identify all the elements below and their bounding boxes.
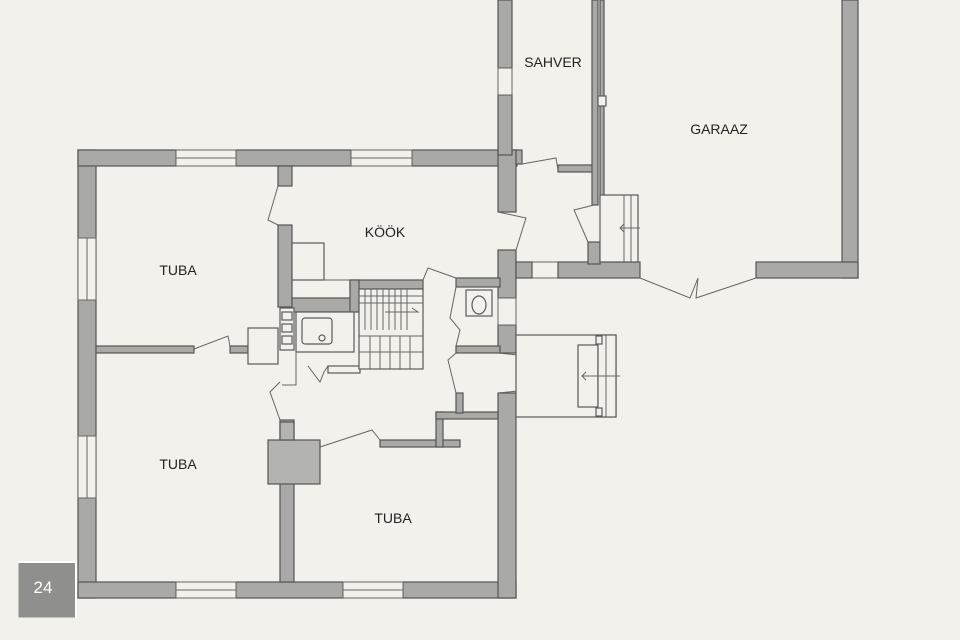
room-label-kook: KÖÖK xyxy=(365,223,406,240)
staircase xyxy=(358,288,424,370)
window xyxy=(531,261,559,279)
doors xyxy=(193,157,757,448)
page-badge: 24 xyxy=(17,561,77,619)
room-label-tuba: TUBA xyxy=(159,456,197,472)
interior-walls xyxy=(95,0,641,583)
garage-steps xyxy=(597,95,640,263)
room-label-tuba: TUBA xyxy=(374,510,412,526)
room-label-sahver: SAHVER xyxy=(524,54,582,70)
porch-steps xyxy=(515,334,620,418)
room-labels: TUBA TUBA TUBA KÖÖK SAHVER GARAAZ xyxy=(159,54,748,526)
window xyxy=(497,297,517,326)
toilet xyxy=(465,289,493,317)
garage-walls xyxy=(755,0,859,279)
kitchen-fixtures xyxy=(247,242,361,386)
windows xyxy=(77,67,559,599)
window xyxy=(497,67,513,96)
room-label-tuba: TUBA xyxy=(159,262,197,278)
chimney xyxy=(267,421,321,485)
page-number: 24 xyxy=(34,578,53,597)
room-label-garaaz: GARAAZ xyxy=(690,121,748,137)
